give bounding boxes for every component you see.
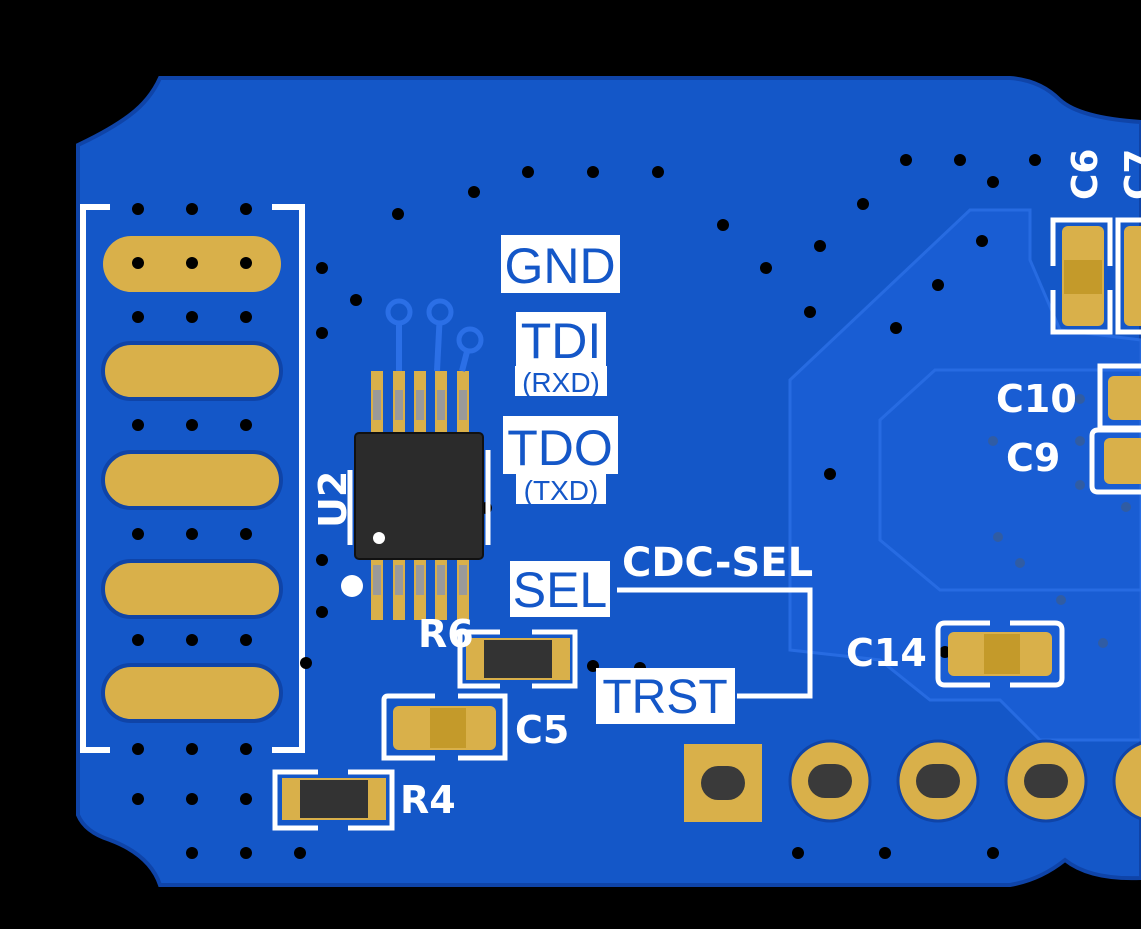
svg-text:TRST: TRST <box>602 671 727 724</box>
c6-capacitor: C6 <box>1050 149 1113 335</box>
svg-text:C6: C6 <box>1065 149 1106 200</box>
c7-capacitor: C7 <box>1115 149 1141 335</box>
svg-text:C10: C10 <box>996 377 1077 421</box>
trst-label: TRST <box>596 668 735 724</box>
vias-faint <box>988 394 1131 648</box>
u2-designator: U2 <box>311 471 355 528</box>
pin1-marker <box>373 532 385 544</box>
c9-capacitor: C9 <box>1006 427 1141 495</box>
svg-text:(RXD): (RXD) <box>522 367 600 398</box>
svg-text:TDI: TDI <box>521 313 602 369</box>
r4-resistor: R4 <box>272 769 456 831</box>
gnd-label: GND <box>501 235 620 294</box>
svg-text:R6: R6 <box>418 612 474 656</box>
sel-label: SEL <box>510 561 610 618</box>
c5-capacitor: C5 <box>381 693 569 761</box>
tdi-label: TDI (RXD) <box>515 312 607 398</box>
cdc-sel-label: CDC-SEL <box>622 540 813 586</box>
connector-pads <box>101 236 283 723</box>
u2-chip <box>341 298 491 620</box>
svg-text:TDO: TDO <box>507 420 613 476</box>
c14-capacitor: C14 <box>846 620 1065 688</box>
pcb-board <box>76 76 1141 887</box>
svg-text:R4: R4 <box>400 778 456 822</box>
svg-text:C14: C14 <box>846 631 927 675</box>
svg-text:SEL: SEL <box>513 562 608 618</box>
svg-text:(TXD): (TXD) <box>524 475 599 506</box>
tdo-label: TDO (TXD) <box>503 416 618 506</box>
svg-text:C5: C5 <box>515 708 569 752</box>
svg-text:C7: C7 <box>1118 149 1141 200</box>
svg-text:GND: GND <box>504 238 615 294</box>
cdc-sel-bracket <box>617 587 813 699</box>
connector-outline <box>80 204 305 753</box>
pin1-dot <box>341 575 363 597</box>
c10-capacitor: C10 <box>996 363 1141 431</box>
r6-resistor: R6 <box>418 612 578 689</box>
copper-pour-right <box>788 208 1141 742</box>
svg-text:C9: C9 <box>1006 436 1060 480</box>
header-pins <box>684 739 1141 823</box>
copper-pour-inner <box>878 368 1141 592</box>
